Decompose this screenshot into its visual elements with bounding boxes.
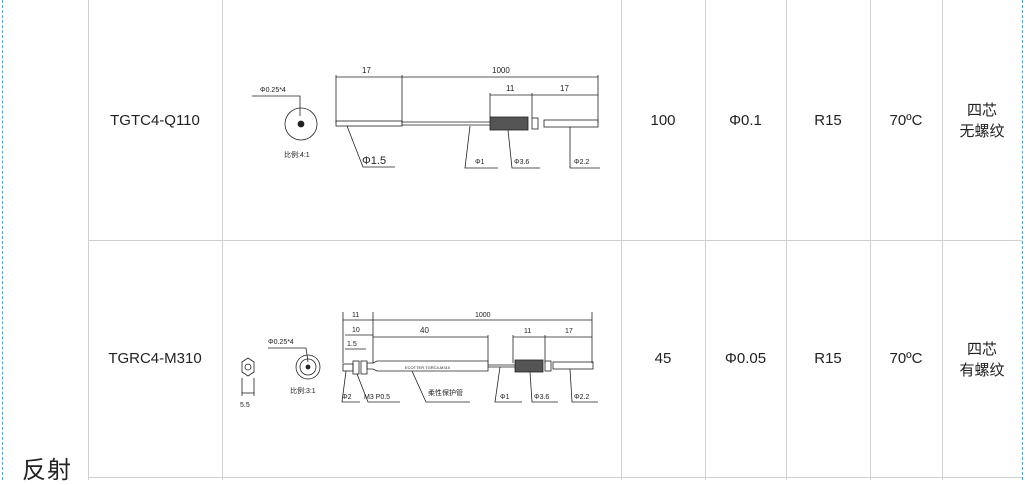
distance-cell: 100 — [650, 111, 676, 129]
distance-cell: 45 — [654, 350, 672, 367]
category-label: 反射 — [22, 456, 72, 484]
dim-text: 1000 — [475, 312, 491, 319]
dim-text: 11 — [524, 328, 531, 335]
dim-text: Φ0.25*4 — [268, 339, 294, 346]
dim-text: Φ1.5 — [362, 155, 386, 167]
dim-text: Φ1 — [475, 159, 485, 166]
dim-text: Φ3.6 — [534, 394, 549, 401]
dim-text: Φ1 — [500, 394, 510, 401]
type-line2: 无螺纹 — [959, 123, 1005, 140]
dim-text: 1.5 — [347, 341, 357, 348]
row-divider — [88, 477, 1022, 478]
dim-text: Φ2 — [342, 394, 352, 401]
dim-text: M3 P0.5 — [364, 394, 390, 401]
model-cell: TGTC4-Q110 — [110, 111, 200, 129]
temperature-cell: 70ºC — [889, 111, 923, 129]
dim-text: 柔性保护管 — [428, 388, 463, 397]
dim-text: 17 — [560, 84, 569, 93]
row-divider — [88, 240, 1022, 241]
dim-text: 1000 — [492, 66, 510, 75]
type-line1: 四芯 — [966, 102, 997, 119]
dim-text: 17 — [362, 66, 371, 75]
bend-radius-cell: R15 — [814, 111, 842, 129]
fiber-drawing: 5.5 Φ0.25*4 比例:3:1 11 1000 10 40 1.5 11 … — [240, 312, 598, 409]
bend-radius-cell: R15 — [814, 350, 842, 367]
dim-text: Φ2.2 — [574, 159, 589, 166]
fiber-print-text: ECOTTER TGRC4-M310 — [405, 365, 451, 370]
model-cell: TGRC4-M310 — [108, 350, 202, 367]
scale-text: 比例:3:1 — [290, 386, 316, 395]
dim-text: 11 — [352, 312, 359, 319]
scale-text: 比例:4:1 — [284, 150, 310, 159]
type-cell: 四芯 有螺纹 — [942, 240, 1022, 477]
dim-text: 17 — [565, 328, 573, 335]
dim-text: 11 — [506, 84, 515, 93]
min-object-cell: Φ0.1 — [729, 111, 762, 129]
temperature-cell: 70ºC — [889, 350, 923, 367]
dim-text: 10 — [352, 327, 360, 334]
type-line2: 有螺纹 — [959, 361, 1005, 379]
type-cell: 四芯 无螺纹 — [942, 0, 1022, 240]
type-line1: 四芯 — [966, 340, 997, 358]
dim-text: Φ2.2 — [574, 394, 589, 401]
min-object-cell: Φ0.05 — [724, 350, 767, 367]
dim-text: Φ0.25*4 — [260, 87, 286, 94]
dim-text: 5.5 — [240, 402, 250, 409]
dim-text: 40 — [420, 326, 429, 335]
fiber-drawing: Φ0.25*4 比例:4:1 17 1000 11 17 Φ1.5 Φ1 Φ3.… — [252, 66, 600, 169]
dim-text: Φ3.6 — [514, 159, 529, 166]
